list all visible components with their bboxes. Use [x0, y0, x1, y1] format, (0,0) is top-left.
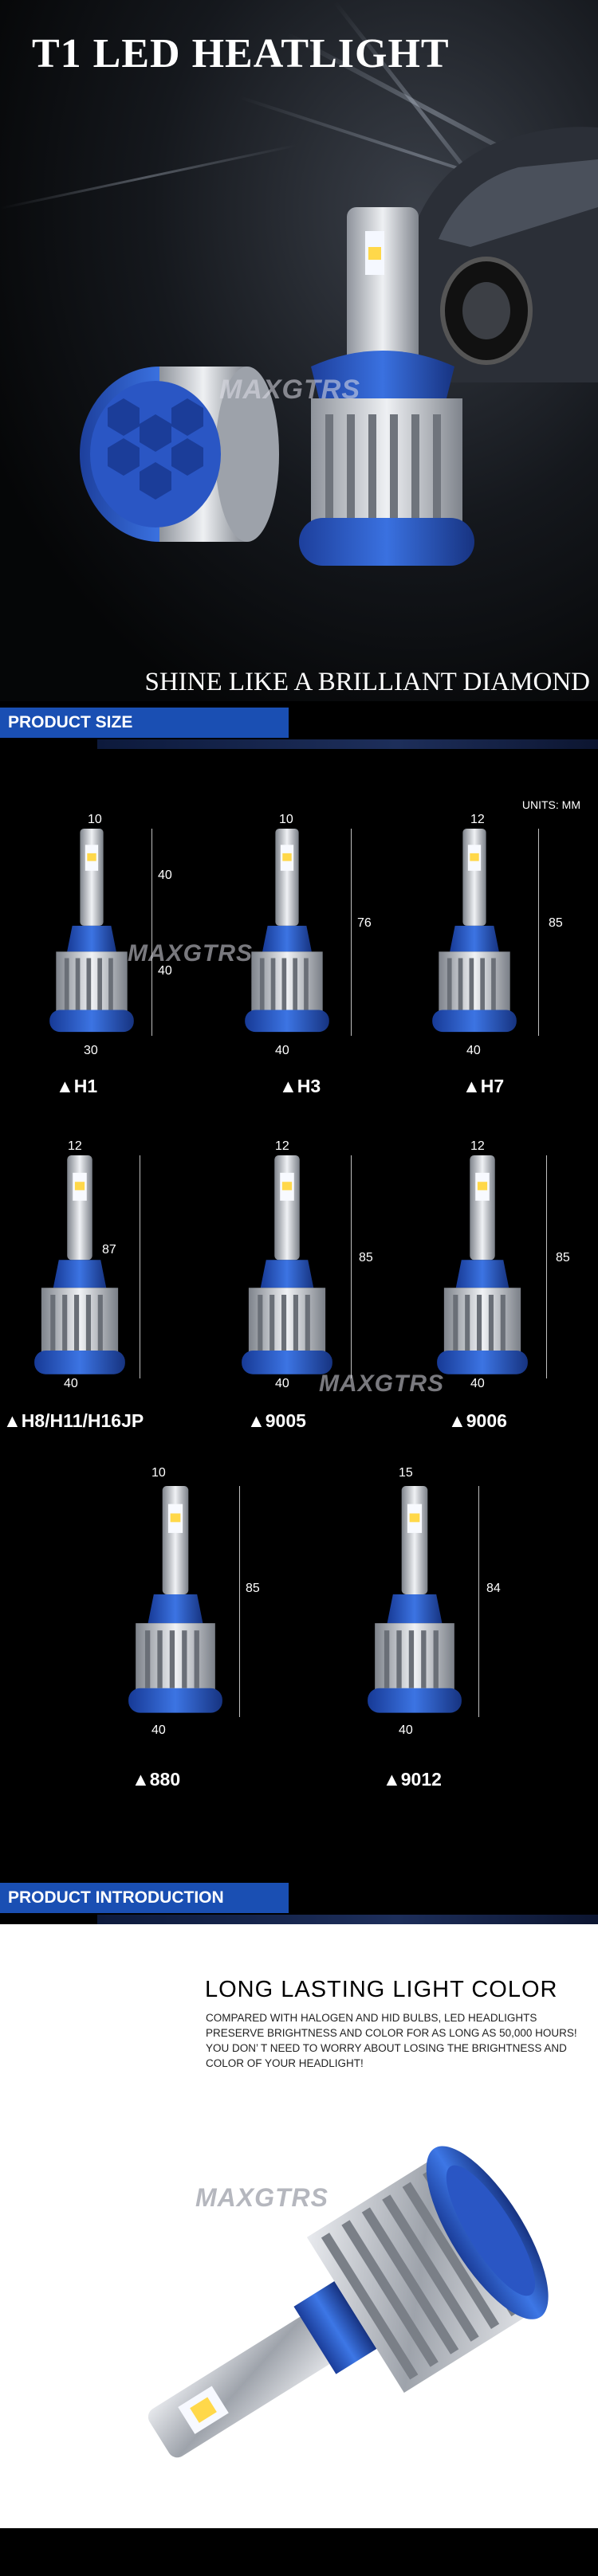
- model-cell-9012: 15 84 40: [343, 1462, 534, 1741]
- dimension-bottom: 30: [84, 1044, 98, 1057]
- model-cell-h1: 10 40 40 30: [24, 813, 207, 1057]
- model-cell-9006: 12 85 40: [419, 1139, 594, 1394]
- section-header-product-size: PRODUCT SIZE: [0, 701, 598, 749]
- dimension-bottom: 40: [275, 1377, 289, 1390]
- model-caption-h3: ▲H3: [279, 1076, 321, 1096]
- dimension-bottom: 40: [466, 1044, 481, 1057]
- model-caption-9006: ▲9006: [448, 1410, 507, 1431]
- dimension-line: [546, 1155, 547, 1378]
- bulb-9006-image: [437, 1155, 528, 1374]
- dimension-height: 85: [556, 1251, 570, 1264]
- watermark: MAXGTRS: [319, 1370, 444, 1397]
- dimension-line: [351, 829, 352, 1036]
- dimension-line: [239, 1486, 240, 1717]
- dimension-top: 12: [470, 813, 485, 826]
- model-cell-9005: 12 85 40: [223, 1139, 407, 1394]
- bulb-9012-image: [368, 1486, 462, 1713]
- dimension-bottom: 40: [399, 1723, 413, 1737]
- car-silhouette: [404, 127, 598, 382]
- dimension-height-a: 40: [158, 868, 172, 882]
- model-caption-880: ▲880: [132, 1769, 181, 1790]
- bulb-880-image: [128, 1486, 222, 1713]
- dimension-height: 84: [486, 1582, 501, 1595]
- section-header-bar: [0, 1883, 289, 1913]
- dimension-top: 10: [279, 813, 293, 826]
- model-caption-h1: ▲H1: [56, 1076, 98, 1096]
- dimension-bottom: 40: [64, 1377, 78, 1390]
- bulb-9005-image: [242, 1155, 332, 1374]
- model-cell-880: 10 85 40: [104, 1462, 295, 1741]
- model-caption-9012: ▲9012: [383, 1769, 442, 1790]
- section-header-underline: [97, 739, 598, 749]
- bulb-h8-image: [34, 1155, 125, 1374]
- section-header-label: PRODUCT SIZE: [8, 713, 133, 731]
- led-bulb-closeup-image: [148, 2146, 549, 2458]
- model-caption-9005: ▲9005: [247, 1410, 306, 1431]
- dimension-height: 87: [102, 1243, 116, 1257]
- dimension-top: 12: [470, 1139, 485, 1153]
- units-label: UNITS: MM: [521, 798, 580, 811]
- dimension-line: [351, 1155, 352, 1378]
- dimension-height: 76: [357, 916, 372, 930]
- watermark: MAXGTRS: [195, 2183, 329, 2212]
- model-cell-h7: 12 85 40: [415, 813, 590, 1057]
- dimension-top: 10: [88, 813, 102, 826]
- watermark: MAXGTRS: [128, 940, 253, 966]
- bulb-h7-image: [432, 829, 517, 1033]
- dimension-height: 85: [246, 1582, 260, 1595]
- dimension-line: [478, 1486, 479, 1717]
- dimension-top: 10: [151, 1466, 166, 1480]
- dimension-top: 12: [68, 1139, 82, 1153]
- product-size-section: UNITS: MM 10 40 40 30: [0, 749, 598, 1876]
- hero-banner: T1 LED HEATLIGHT: [0, 0, 598, 701]
- model-cell-h8-h11-h16jp: 12 87 40: [16, 1139, 199, 1394]
- model-caption-h8-h11-h16jp: ▲H8/H11/H16JP: [3, 1410, 144, 1431]
- dimension-line: [151, 829, 152, 1036]
- intro-title: LONG LASTING LIGHT COLOR: [205, 1977, 558, 2002]
- led-bulbs-image: [80, 207, 474, 566]
- section-header-product-introduction: PRODUCT INTRODUCTION: [0, 1876, 598, 1924]
- model-caption-h7: ▲H7: [462, 1076, 505, 1096]
- bulb-h3-image: [245, 829, 329, 1033]
- hero-tagline: SHINE LIKE A BRILLIANT DIAMOND: [144, 668, 590, 696]
- dimension-height-b: 40: [158, 964, 172, 978]
- dimension-height: 85: [359, 1251, 373, 1264]
- dimension-top: 12: [275, 1139, 289, 1153]
- watermark: MAXGTRS: [219, 374, 360, 405]
- intro-description: COMPARED WITH HALOGEN AND HID BULBS, LED…: [206, 2012, 577, 2069]
- bulb-h1-image: [49, 829, 134, 1033]
- dimension-line: [538, 829, 539, 1036]
- dimension-bottom: 40: [151, 1723, 166, 1737]
- product-intro-section: LONG LASTING LIGHT COLOR COMPARED WITH H…: [0, 1924, 598, 2528]
- model-cell-h3: 10 76 40: [223, 813, 407, 1057]
- section-header-underline: [97, 1915, 598, 1924]
- hero-title: T1 LED HEATLIGHT: [32, 31, 450, 76]
- dimension-bottom: 40: [275, 1044, 289, 1057]
- dimension-top: 15: [399, 1466, 413, 1480]
- section-header-label: PRODUCT INTRODUCTION: [8, 1888, 224, 1907]
- dimension-bottom: 40: [470, 1377, 485, 1390]
- dimension-height: 85: [549, 916, 563, 930]
- section-header-bar: [0, 708, 289, 738]
